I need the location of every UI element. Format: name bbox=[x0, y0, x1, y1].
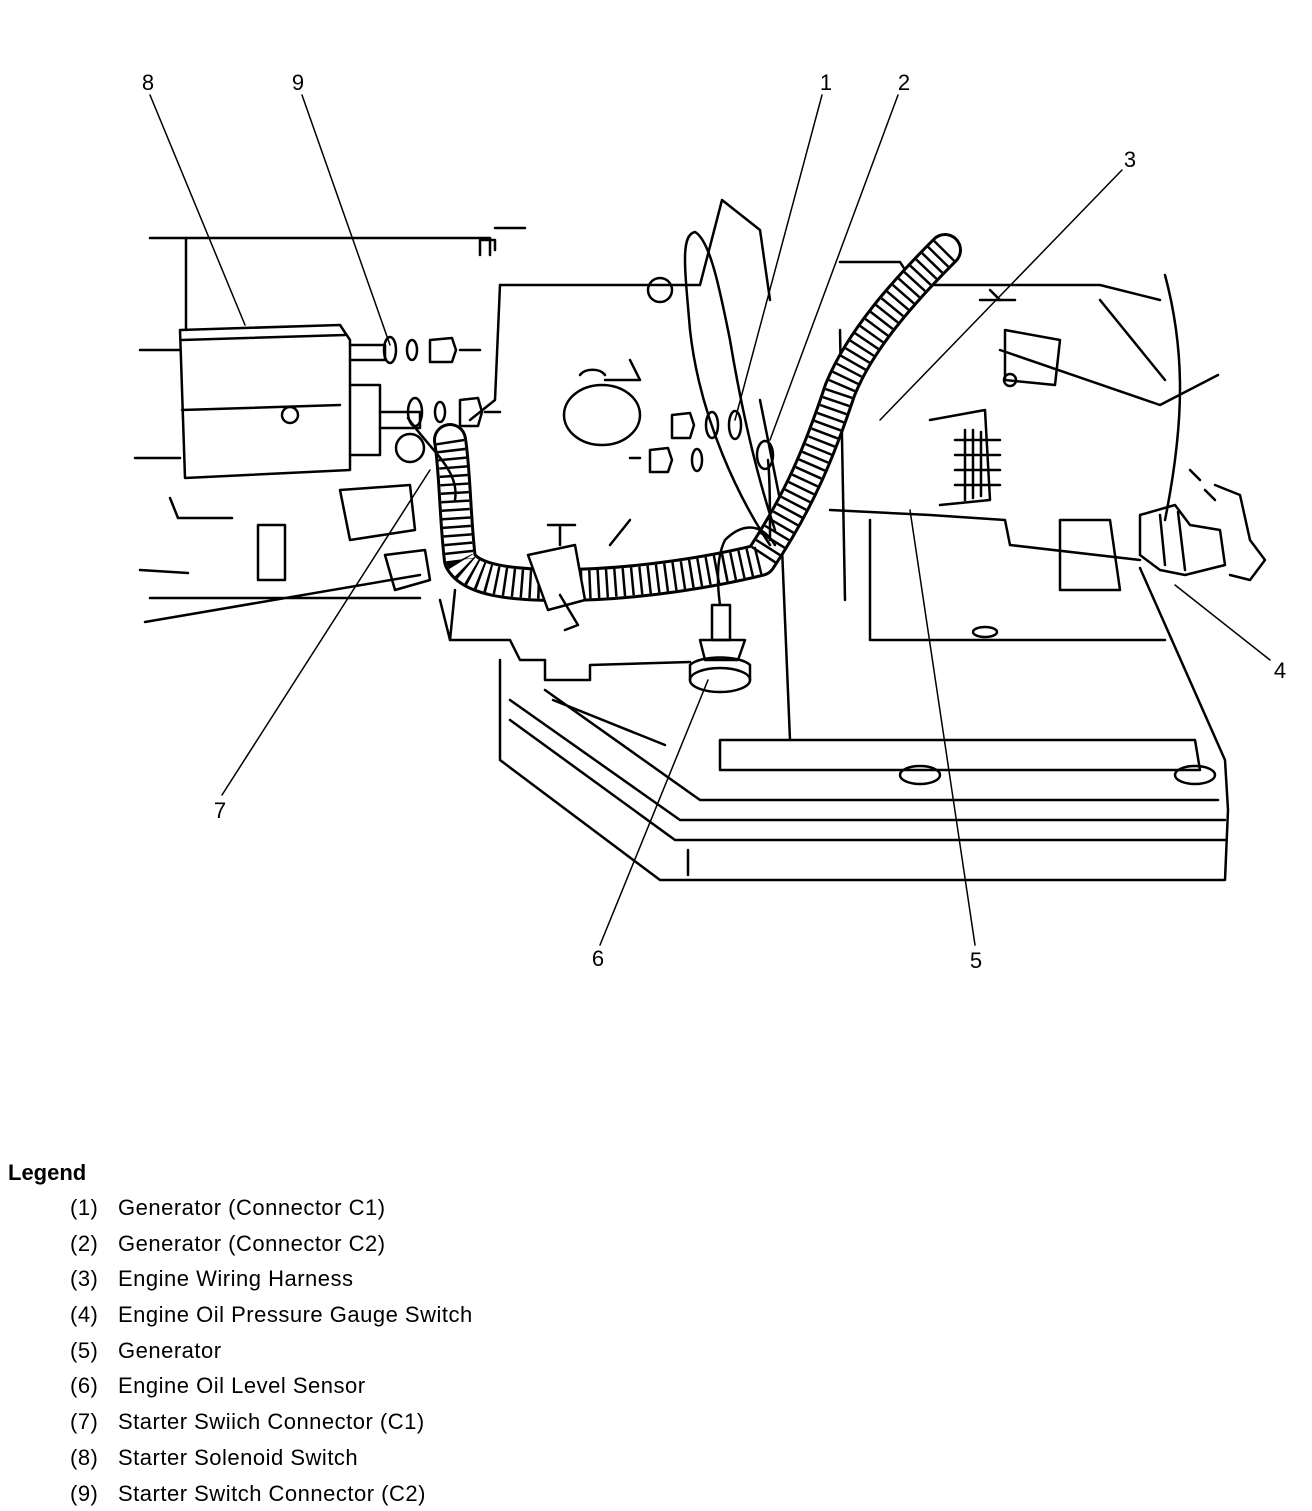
legend-item-number: (7) bbox=[70, 1404, 118, 1440]
callout-labels: 8 9 1 2 3 4 5 6 7 bbox=[142, 70, 1286, 973]
legend-item-number: (9) bbox=[70, 1476, 118, 1511]
callout-4: 4 bbox=[1274, 658, 1286, 683]
leader-9 bbox=[302, 95, 390, 345]
callout-9: 9 bbox=[292, 70, 304, 95]
legend-item: (3)Engine Wiring Harness bbox=[70, 1261, 473, 1297]
legend-item-text: Starter Switch Connector (C2) bbox=[118, 1481, 426, 1506]
leader-7 bbox=[222, 470, 430, 795]
legend-item-text: Engine Oil Level Sensor bbox=[118, 1373, 366, 1398]
legend-item-number: (1) bbox=[70, 1190, 118, 1226]
legend-item: (1)Generator (Connector C1) bbox=[70, 1190, 473, 1226]
legend-item-number: (2) bbox=[70, 1226, 118, 1262]
legend-item-text: Engine Oil Pressure Gauge Switch bbox=[118, 1302, 473, 1327]
oil-level-sensor bbox=[690, 605, 750, 692]
legend-item-text: Generator (Connector C2) bbox=[118, 1231, 386, 1256]
callout-7: 7 bbox=[214, 798, 226, 823]
legend-item-text: Starter Swiich Connector (C1) bbox=[118, 1409, 425, 1434]
legend-item: (6)Engine Oil Level Sensor bbox=[70, 1368, 473, 1404]
oil-pressure-gauge-switch bbox=[1140, 470, 1265, 580]
legend-item-number: (6) bbox=[70, 1368, 118, 1404]
legend-item-number: (5) bbox=[70, 1333, 118, 1369]
callout-6: 6 bbox=[592, 946, 604, 971]
legend-item: (9)Starter Switch Connector (C2) bbox=[70, 1476, 473, 1511]
engine-wiring-harness bbox=[408, 232, 945, 630]
engine-component-diagram: 8 9 1 2 3 4 5 6 7 bbox=[0, 0, 1312, 1000]
legend-item-text: Engine Wiring Harness bbox=[118, 1266, 353, 1291]
legend-item-text: Generator (Connector C1) bbox=[118, 1195, 386, 1220]
legend-item: (2)Generator (Connector C2) bbox=[70, 1226, 473, 1262]
engine-block-outline bbox=[135, 200, 1218, 740]
legend-item-number: (4) bbox=[70, 1297, 118, 1333]
legend-list: (1)Generator (Connector C1) (2)Generator… bbox=[8, 1190, 473, 1511]
oil-pan bbox=[500, 568, 1228, 880]
legend-item-text: Generator bbox=[118, 1338, 222, 1363]
leader-6 bbox=[600, 680, 708, 945]
legend: Legend (1)Generator (Connector C1) (2)Ge… bbox=[8, 1160, 473, 1511]
legend-title: Legend bbox=[8, 1160, 473, 1186]
callout-8: 8 bbox=[142, 70, 154, 95]
callout-1: 1 bbox=[820, 70, 832, 95]
leader-1 bbox=[735, 95, 822, 420]
starter-solenoid-switch bbox=[180, 325, 430, 590]
legend-item-number: (3) bbox=[70, 1261, 118, 1297]
callout-3: 3 bbox=[1124, 147, 1136, 172]
legend-item: (5)Generator bbox=[70, 1333, 473, 1369]
leader-4 bbox=[1175, 585, 1270, 660]
legend-item-text: Starter Solenoid Switch bbox=[118, 1445, 358, 1470]
legend-item: (8)Starter Solenoid Switch bbox=[70, 1440, 473, 1476]
callout-5: 5 bbox=[970, 948, 982, 973]
legend-item: (4)Engine Oil Pressure Gauge Switch bbox=[70, 1297, 473, 1333]
callout-2: 2 bbox=[898, 70, 910, 95]
legend-item: (7)Starter Swiich Connector (C1) bbox=[70, 1404, 473, 1440]
leader-8 bbox=[150, 95, 245, 325]
legend-item-number: (8) bbox=[70, 1440, 118, 1476]
